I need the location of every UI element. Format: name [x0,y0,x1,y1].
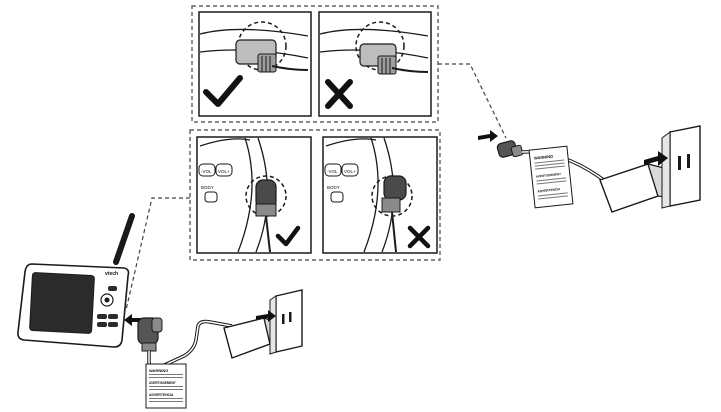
power-adapter-right [599,163,671,213]
button-label-body: BODY [327,185,340,190]
warning-tag-line-2: AVERTISSEMENT [149,381,176,385]
button-label-vol-minus: -VOL [327,169,338,174]
button-label-vol-plus: VOL+ [344,169,356,174]
dc-plug-unit [124,314,163,352]
button-label-vol-plus: VOL+ [218,169,230,174]
warning-tag-line-1: WARNING [149,368,168,373]
dc-plug-right [478,130,524,158]
leader-line-bottom [125,197,190,311]
insert-arrow-icon [478,130,498,142]
button-label-body: BODY [201,185,214,190]
insert-arrow-icon [124,314,142,326]
insert-arrow-icon [256,310,276,322]
brand-logo: vtech [105,271,118,277]
detail-frame-bottom [189,129,441,261]
check-icon [275,225,301,247]
check-icon [203,75,243,107]
panel-bottom-left: -VOL VOL+ BODY [196,136,312,254]
warning-tag-right: WARNING AVERTISSEMENT ADVERTENCIA [528,145,574,209]
warning-tag-left: WARNING AVERTISSEMENT ADVERTENCIA [145,363,187,409]
wall-outlet-left [256,289,303,355]
warning-tag-line-3: ADVERTENCIA [537,187,561,193]
cross-icon [407,225,431,249]
leader-line-top [438,63,507,139]
insert-arrow-icon [644,151,668,166]
button-label-vol-minus: -VOL [201,169,212,174]
warning-tag-line-2: AVERTISSEMENT [536,172,562,179]
wall-outlet-right [644,125,701,209]
panel-top-right [318,11,432,117]
parent-unit: vtech [17,213,135,348]
warning-tag-line-3: ADVERTENCIA [149,393,174,397]
cross-icon [325,79,353,109]
panel-bottom-right: -VOL VOL+ BODY [322,136,438,254]
panel-top-left [198,11,312,117]
warning-tag-line-1: WARNING [534,154,554,161]
